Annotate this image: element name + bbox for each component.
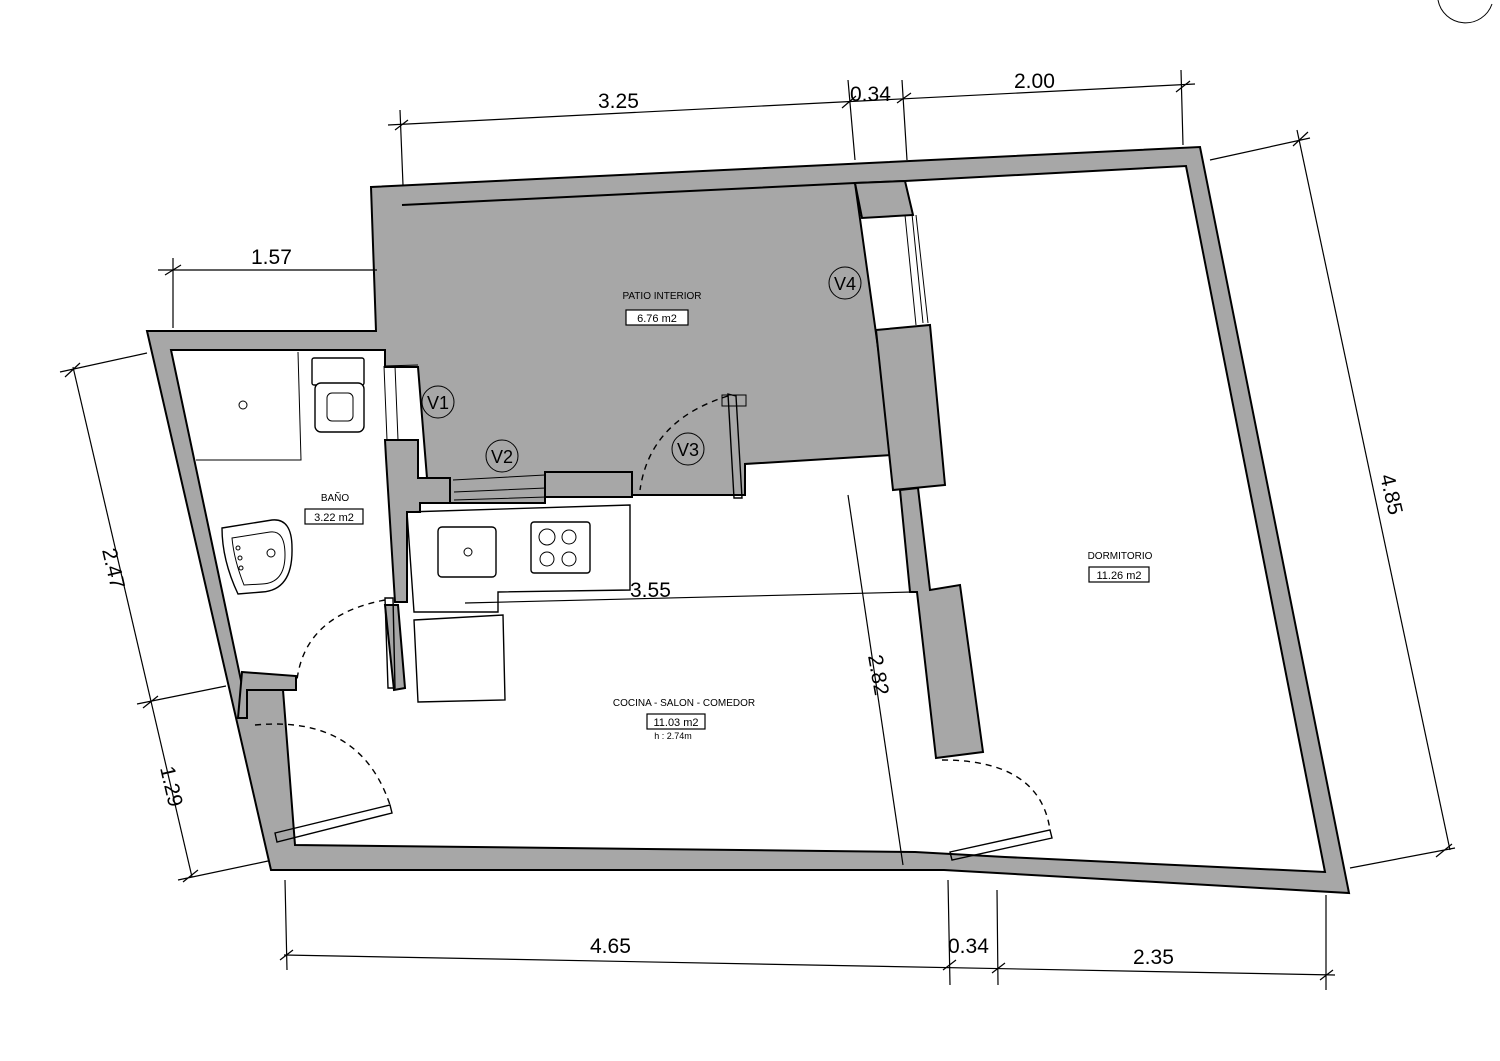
toilet-bowl xyxy=(314,382,365,433)
partition-wall-mid xyxy=(874,323,947,492)
partition-wall-bath xyxy=(383,439,451,603)
room-dormitorio-area-box xyxy=(1088,566,1150,583)
window-v2-marker xyxy=(485,439,519,473)
shower-tray xyxy=(196,351,302,461)
window-v2-label: V2 xyxy=(491,447,513,467)
fixtures xyxy=(196,213,1053,861)
door-swings xyxy=(254,395,1051,831)
dim-tick-top-1 xyxy=(394,109,409,186)
window-v1-frame xyxy=(383,364,419,441)
dim-tick-bottom-1 xyxy=(279,879,294,971)
dim-tick-bottom-2 xyxy=(942,879,957,986)
room-cocina-name: COCINA - SALON - COMEDOR xyxy=(613,698,755,709)
sink-drain-icon xyxy=(463,547,473,557)
dim-tick-bottom-4 xyxy=(1319,895,1334,990)
kitchen-sink xyxy=(437,526,497,578)
corner-circle-icon xyxy=(1437,0,1493,24)
dim-bottom-partition: 0.34 xyxy=(948,935,989,958)
room-cocina-area-box xyxy=(646,713,706,730)
room-labels: PATIO INTERIOR 6.76 m2 BAÑO 3.22 m2 DORM… xyxy=(304,291,1153,741)
window-v1-marker xyxy=(421,385,455,419)
burner-icon-4 xyxy=(561,551,577,567)
room-bano-area: 3.22 m2 xyxy=(314,512,354,524)
bath-door-swing xyxy=(296,599,386,681)
door-bath-leaf xyxy=(384,597,396,689)
burner-icon-2 xyxy=(561,529,577,545)
entry-door-leaf xyxy=(274,804,393,843)
dim-line-right xyxy=(1296,129,1451,851)
dim-line-kitchen xyxy=(464,591,913,604)
dim-tick-bottom-3 xyxy=(991,889,1006,986)
entry-wall xyxy=(236,670,297,719)
dim-tick-top-4 xyxy=(1175,69,1191,146)
dim-line-left xyxy=(72,366,193,878)
washbasin-bowl xyxy=(231,531,286,586)
window-labels: V1 V2 V3 V4 xyxy=(421,266,862,473)
dim-line-bottom xyxy=(283,954,1336,976)
room-bano-name: BAÑO xyxy=(321,491,350,504)
window-v3-label: V3 xyxy=(677,440,699,460)
room-cocina-height: h : 2.74m xyxy=(654,731,692,741)
dim-bottom-living: 4.65 xyxy=(590,935,631,958)
dim-tick-left-3 xyxy=(177,860,269,883)
dim-tick-left-2 xyxy=(136,685,227,709)
door-v3-swing xyxy=(639,395,729,491)
room-bano-area-box xyxy=(304,508,364,525)
dim-left-entry: 1.29 xyxy=(155,764,187,809)
room-cocina-area: 11.03 m2 xyxy=(653,717,698,729)
window-v1-label: V1 xyxy=(427,393,449,413)
window-v4-frame xyxy=(904,213,929,326)
room-dormitorio-name: DORMITORIO xyxy=(1088,551,1153,562)
window-v2-frame xyxy=(452,474,547,501)
burner-icon-1 xyxy=(538,528,556,546)
dim-tick-left-1 xyxy=(59,352,148,378)
dim-line-top xyxy=(387,83,1196,126)
dim-bath-top: 1.57 xyxy=(251,246,292,269)
outer-wall xyxy=(145,145,1351,895)
toilet-tank xyxy=(311,357,365,386)
room-patio-name: PATIO INTERIOR xyxy=(622,291,701,302)
dim-kitchen-width: 3.55 xyxy=(630,579,671,602)
faucet-icon xyxy=(235,545,241,551)
walls xyxy=(145,145,1351,895)
kitchen-counter xyxy=(406,504,631,613)
burner-icon-3 xyxy=(539,551,555,567)
dim-tick-right-1 xyxy=(1209,131,1311,161)
faucet-icon-2 xyxy=(237,555,243,561)
basin-drain-icon xyxy=(266,548,276,558)
room-patio-area: 6.76 m2 xyxy=(637,313,677,325)
dorm-door-swing xyxy=(941,759,1051,831)
dim-top-dorm: 2.00 xyxy=(1014,70,1055,93)
shower-drain-icon xyxy=(238,400,248,410)
kitchen-wall xyxy=(544,471,633,498)
window-v4-marker xyxy=(828,266,862,300)
dim-living-depth: 2.82 xyxy=(863,653,893,697)
dim-bottom-dorm: 2.35 xyxy=(1133,946,1174,969)
dimension-lines xyxy=(59,69,1456,990)
door-v3-jamb xyxy=(721,394,747,407)
room-patio-area-box xyxy=(625,309,689,326)
entry-door-swing xyxy=(254,723,391,806)
washbasin xyxy=(221,519,293,595)
partition-wall-dorm xyxy=(898,486,985,760)
faucet-icon-3 xyxy=(238,565,244,571)
dim-right-side: 4.85 xyxy=(1375,472,1407,517)
kitchen-low-counter xyxy=(413,614,506,703)
dim-tick-top-3 xyxy=(896,79,912,161)
toilet-seat-icon xyxy=(326,392,354,422)
room-dormitorio-area: 11.26 m2 xyxy=(1096,570,1141,582)
dim-top-patio: 3.25 xyxy=(598,90,639,113)
dim-tick-right-2 xyxy=(1349,843,1456,869)
window-v4-label: V4 xyxy=(834,274,856,294)
dim-left-bath: 2.47 xyxy=(97,546,129,591)
partition-wall-patio xyxy=(853,179,915,220)
cooktop xyxy=(530,521,591,574)
dim-top-partition: 0.34 xyxy=(850,83,891,106)
dim-line-living xyxy=(847,494,904,866)
window-v3-marker xyxy=(671,432,705,466)
dim-tick-top-2 xyxy=(841,79,857,161)
dim-tick-bath xyxy=(164,258,182,328)
dorm-door-leaf xyxy=(949,829,1053,861)
